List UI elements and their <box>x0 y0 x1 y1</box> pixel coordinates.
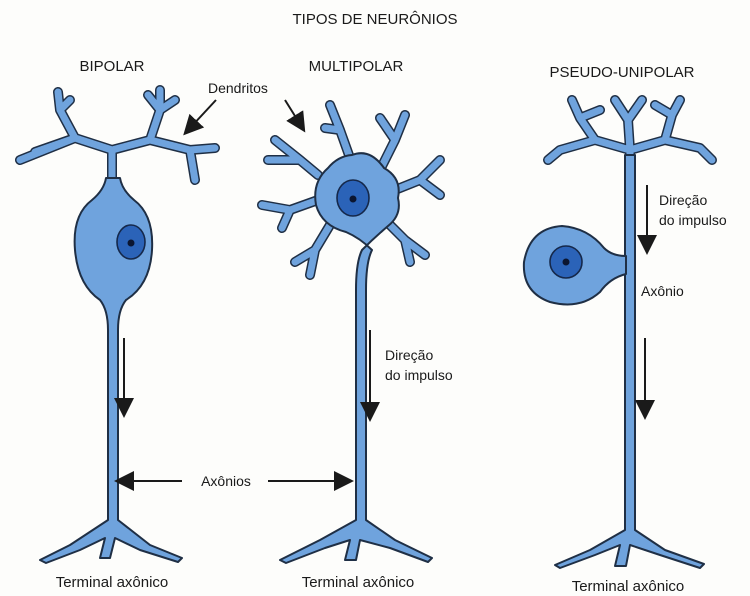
label-axonio: Axônio <box>641 283 684 299</box>
label-terminal-multipolar: Terminal axônico <box>302 574 415 591</box>
bipolar-cell-body <box>40 178 182 563</box>
label-dendritos: Dendritos <box>208 80 268 96</box>
pseudo-unipolar-nucleolus <box>563 259 570 266</box>
bipolar-dendrites <box>20 90 215 180</box>
label-axonios: Axônios <box>201 473 251 489</box>
heading-pseudo-unipolar: PSEUDO-UNIPOLAR <box>549 64 694 81</box>
pseudo-unipolar-neuron <box>524 100 712 568</box>
diagram-title: TIPOS DE NEURÔNIOS <box>292 11 457 28</box>
heading-multipolar: MULTIPOLAR <box>309 58 404 75</box>
label-terminal-pseudo: Terminal axônico <box>572 578 685 595</box>
heading-bipolar: BIPOLAR <box>79 58 144 75</box>
label-direcao-multipolar-2: do impulso <box>385 367 453 383</box>
multipolar-nucleolus <box>350 196 357 203</box>
multipolar-neuron <box>262 105 440 563</box>
label-direcao-pseudo-2: do impulso <box>659 212 727 228</box>
label-direcao-pseudo-1: Direção <box>659 192 707 208</box>
dendritos-pointer-left <box>190 100 216 128</box>
label-direcao-multipolar-1: Direção <box>385 347 433 363</box>
bipolar-neuron <box>20 90 215 563</box>
label-terminal-bipolar: Terminal axônico <box>56 574 169 591</box>
dendritos-pointer-right <box>285 100 300 124</box>
bipolar-nucleolus <box>128 240 135 247</box>
